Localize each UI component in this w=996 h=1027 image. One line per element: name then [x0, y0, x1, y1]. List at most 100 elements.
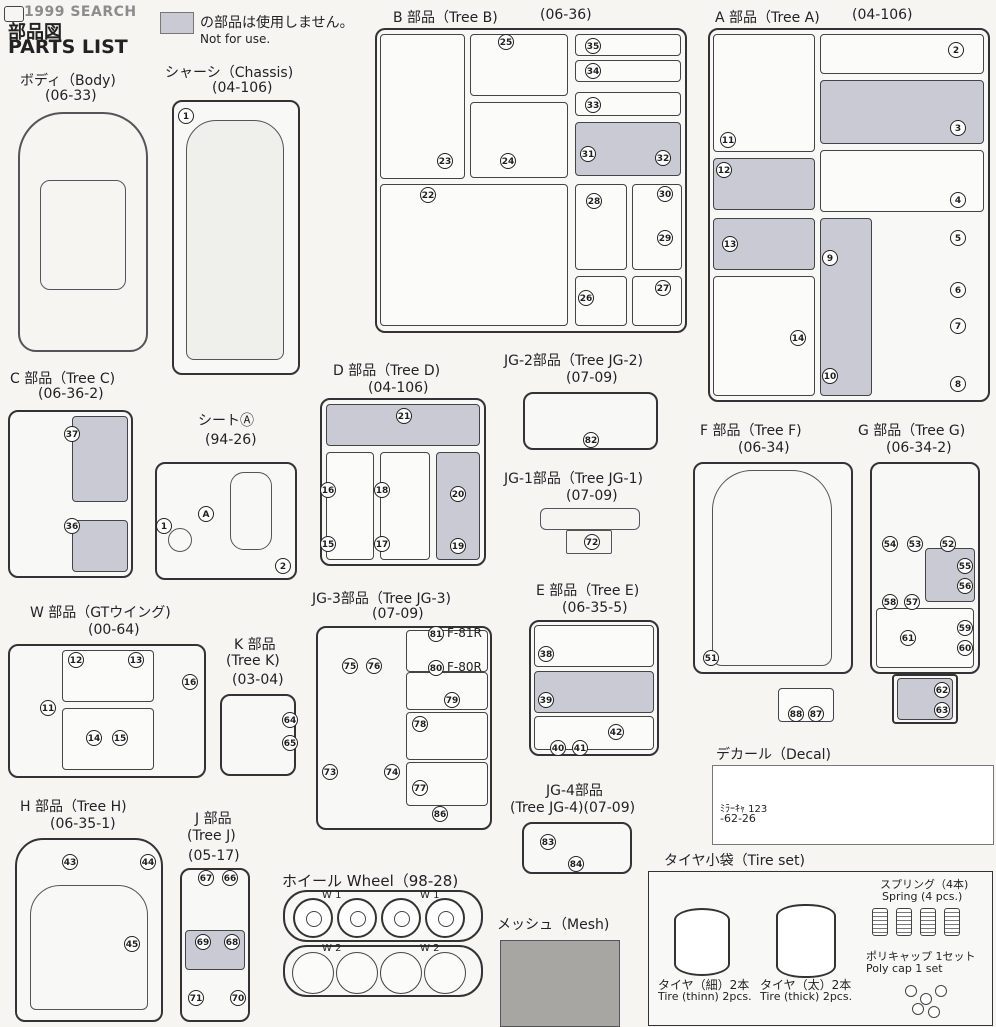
tree-g-title: G 部品（Tree G)	[858, 423, 966, 439]
part-number: 55	[957, 558, 973, 574]
tree-d-cell	[436, 452, 480, 560]
tree-k-title: K 部品	[234, 637, 276, 653]
tree-j-title: J 部品	[195, 811, 232, 827]
part-number: 30	[657, 186, 673, 202]
tree-f-tab	[778, 688, 834, 722]
tree-jg3-title: JG-3部品（Tree JG-3)	[312, 591, 451, 607]
part-number: 58	[882, 594, 898, 610]
wheel-part	[381, 898, 421, 938]
tire-thick	[776, 904, 836, 978]
part-number: 69	[195, 934, 211, 950]
part-number: 8	[950, 376, 966, 392]
watermark: 1999 SEARCH	[24, 4, 137, 20]
part-number: 62	[934, 682, 950, 698]
tree-h-title: H 部品（Tree H)	[20, 799, 127, 815]
tree-w-code: (00-64)	[88, 622, 140, 638]
part-number: 71	[188, 990, 204, 1006]
body-title: ボディ（Body)	[20, 73, 116, 89]
seat-title: シートⒶ	[198, 413, 254, 429]
tree-c-title: C 部品（Tree C)	[10, 371, 116, 387]
part-number: 6	[950, 282, 966, 298]
part-number: 17	[374, 536, 390, 552]
part-number: 70	[230, 990, 246, 1006]
wheel-ring	[336, 952, 378, 994]
part-number: 33	[585, 97, 601, 113]
tree-jg2-frame	[523, 392, 658, 450]
part-number: 16	[182, 674, 198, 690]
tree-jg2-code: (07-09)	[566, 370, 618, 386]
part-number: 40	[550, 740, 566, 756]
part-number: 12	[716, 162, 732, 178]
part-number: 77	[412, 780, 428, 796]
part-number: 43	[62, 854, 78, 870]
tree-w-cell	[62, 708, 154, 770]
part-number: 61	[900, 630, 916, 646]
tree-e-title: E 部品（Tree E)	[536, 583, 640, 599]
w2-label: W 2	[322, 943, 342, 954]
f80-label: F-80R	[447, 660, 482, 674]
part-number: 57	[904, 594, 920, 610]
tree-j-code: (05-17)	[188, 848, 240, 864]
part-number: 35	[585, 38, 601, 54]
part-number: 84	[568, 856, 584, 872]
part-number: 26	[578, 290, 594, 306]
tree-w-title: W 部品（GTウイング)	[30, 605, 171, 621]
decal-sheet	[712, 765, 994, 845]
tree-h-code: (06-35-1)	[50, 816, 116, 832]
part-number: 2	[948, 42, 964, 58]
tree-b-cell	[380, 184, 568, 326]
body-roof	[40, 180, 126, 290]
wheel-ring	[424, 952, 466, 994]
seat-a-label: A	[198, 506, 214, 522]
tree-c-cell	[72, 520, 128, 572]
tree-e-code: (06-35-5)	[562, 600, 628, 616]
tree-g-cell	[876, 608, 974, 668]
tree-jg1-runner	[566, 530, 612, 554]
wheel-ring	[292, 952, 334, 994]
body-code: (06-33)	[45, 88, 97, 104]
spring-part	[944, 908, 960, 936]
part-number: 45	[124, 936, 140, 952]
part-number: 78	[412, 716, 428, 732]
w1-label: W 1	[420, 890, 440, 901]
tree-a-cell	[820, 218, 872, 396]
page-title: PARTS LIST	[8, 36, 128, 58]
part-number: 68	[224, 934, 240, 950]
part-number: 38	[538, 646, 554, 662]
tire-thick-label-en: Tire (thick) 2pcs.	[760, 990, 853, 1003]
part-number: 11	[720, 132, 736, 148]
part-number: 28	[586, 193, 602, 209]
tire-thin	[674, 908, 730, 976]
tree-c-cell	[72, 416, 128, 502]
spring-part	[920, 908, 936, 936]
part-number: 75	[342, 658, 358, 674]
tree-e-cell	[534, 625, 654, 667]
tree-k-code: (03-04)	[232, 672, 284, 688]
part-number: 65	[282, 735, 298, 751]
part-number: 37	[64, 426, 80, 442]
wheel-title: ホイール Wheel（98-28)	[282, 872, 459, 890]
tree-jg1-code: (07-09)	[566, 488, 618, 504]
polycap-label: ポリキャップ 1セット	[866, 950, 976, 963]
part-number: 87	[808, 706, 824, 722]
tree-k-frame	[220, 694, 296, 776]
part-number: 9	[822, 250, 838, 266]
tree-a-title: A 部品（Tree A)	[715, 10, 820, 26]
part-number: 19	[450, 538, 466, 554]
polycap-part	[928, 1006, 940, 1018]
decal-plate: -62-26	[720, 812, 756, 825]
part-number: 12	[68, 652, 84, 668]
tree-b-cell	[575, 60, 681, 82]
tree-jg2-title: JG-2部品（Tree JG-2)	[504, 353, 643, 369]
search-logo-icon	[4, 6, 24, 22]
part-number: 67	[198, 870, 214, 886]
part-number: 86	[432, 806, 448, 822]
tree-jg3-code: (07-09)	[372, 606, 424, 622]
part-number: 51	[703, 650, 719, 666]
part-number: 31	[580, 146, 596, 162]
part-number: 4	[950, 192, 966, 208]
mesh-title: メッシュ（Mesh)	[497, 917, 610, 933]
part-number: 73	[322, 764, 338, 780]
seat-wheel	[168, 528, 192, 552]
part-number: 15	[320, 536, 336, 552]
